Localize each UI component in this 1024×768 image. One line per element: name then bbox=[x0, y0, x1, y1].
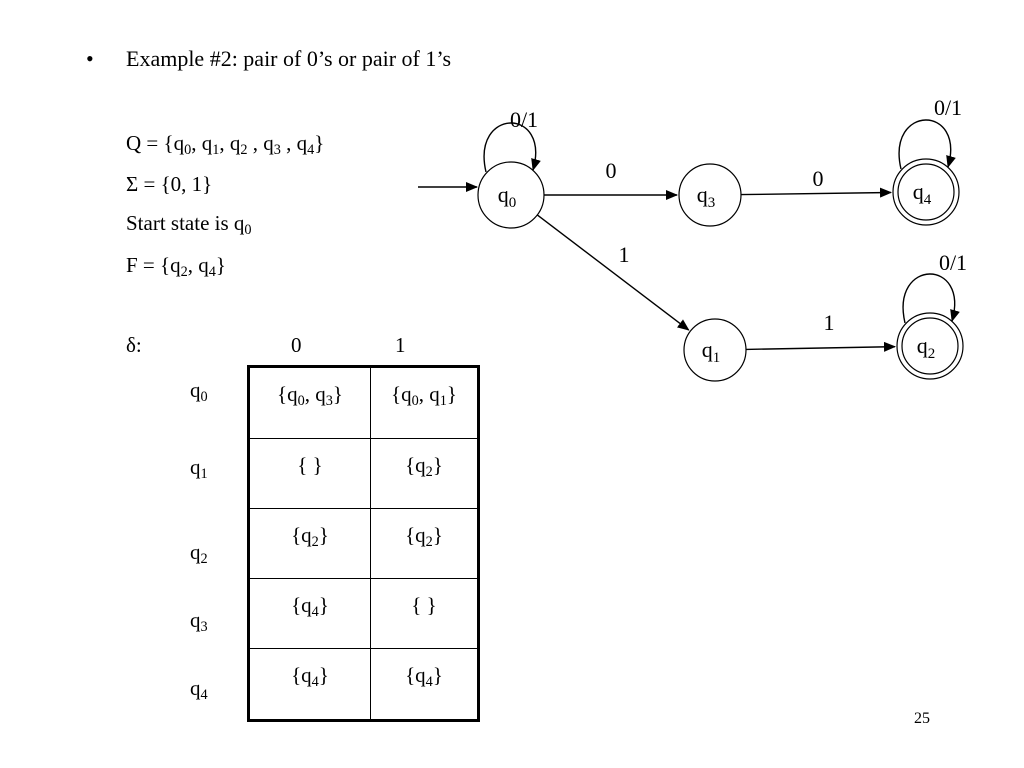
edge-label-q0-q1: 1 bbox=[619, 242, 630, 267]
table-row: {q2}{q2} bbox=[248, 507, 479, 580]
cell-on-0: {q4} bbox=[248, 648, 371, 721]
edge-label-q0-q3: 0 bbox=[606, 158, 617, 183]
accepting-ring-q2 bbox=[901, 317, 959, 375]
state-label-q3: q3 bbox=[697, 182, 716, 211]
edge-label-q0-q0: 0/1 bbox=[510, 107, 538, 132]
state-q3 bbox=[678, 163, 742, 227]
table-row: {q4}{ } bbox=[248, 578, 479, 650]
edge-label-q4-q4: 0/1 bbox=[934, 95, 962, 120]
cell-on-0: { } bbox=[248, 437, 371, 509]
state-q0 bbox=[477, 161, 545, 229]
page-number: 25 bbox=[914, 710, 930, 727]
start-state-definition: Start state is q0 bbox=[126, 211, 252, 238]
accepting-ring-q4 bbox=[897, 163, 955, 221]
column-header-0: 0 bbox=[291, 333, 302, 357]
q-definition: Q = {q0, q1, q2 , q3 , q4} bbox=[126, 131, 325, 158]
edge-label-q3-q4: 0 bbox=[813, 166, 824, 191]
cell-on-1: {q2} bbox=[370, 507, 479, 580]
table-row: { }{q2} bbox=[248, 437, 479, 509]
self-loop-q2 bbox=[902, 273, 960, 324]
state-label-q4: q4 bbox=[913, 179, 932, 208]
row-label-q3: q3 bbox=[190, 608, 208, 635]
cell-on-0: {q2} bbox=[248, 507, 371, 580]
example-title: Example #2: pair of 0’s or pair of 1’s bbox=[126, 46, 452, 71]
row-label-q1: q1 bbox=[190, 455, 208, 482]
edge-q0-q1 bbox=[536, 214, 690, 331]
row-label-q2: q2 bbox=[190, 540, 208, 567]
sigma-definition: Σ = {0, 1} bbox=[126, 172, 213, 196]
cell-on-0: {q4} bbox=[248, 578, 371, 650]
self-loop-q4 bbox=[898, 119, 956, 170]
self-loop-q0 bbox=[483, 122, 541, 173]
cell-on-1: {q0, q1} bbox=[370, 366, 479, 439]
q-prefix: Q = { bbox=[126, 131, 174, 155]
column-header-1: 1 bbox=[395, 333, 406, 357]
state-q2 bbox=[896, 312, 964, 380]
final-states-definition: F = {q2, q4} bbox=[126, 253, 226, 280]
edge-q1-q2 bbox=[745, 341, 897, 352]
transition-table: {q0, q3}{q0, q1}{ }{q2}{q2}{q2}{q4}{ }{q… bbox=[247, 365, 480, 722]
state-q4 bbox=[892, 158, 960, 226]
row-label-q0: q0 bbox=[190, 378, 208, 405]
state-q1 bbox=[683, 318, 747, 382]
state-label-q0: q0 bbox=[498, 182, 517, 211]
row-label-q4: q4 bbox=[190, 676, 208, 703]
table-row: {q4}{q4} bbox=[248, 648, 479, 721]
cell-on-1: {q4} bbox=[370, 648, 479, 721]
cell-on-1: { } bbox=[370, 578, 479, 650]
edge-q3-q4 bbox=[740, 187, 893, 198]
delta-label: δ: bbox=[126, 333, 142, 357]
state-label-q1: q1 bbox=[702, 337, 721, 366]
bullet: • bbox=[86, 46, 94, 71]
state-label-q2: q2 bbox=[917, 333, 936, 362]
table-row: {q0, q3}{q0, q1} bbox=[248, 366, 479, 439]
edge-label-q2-q2: 0/1 bbox=[939, 250, 967, 275]
edge-label-q1-q2: 1 bbox=[824, 310, 835, 335]
